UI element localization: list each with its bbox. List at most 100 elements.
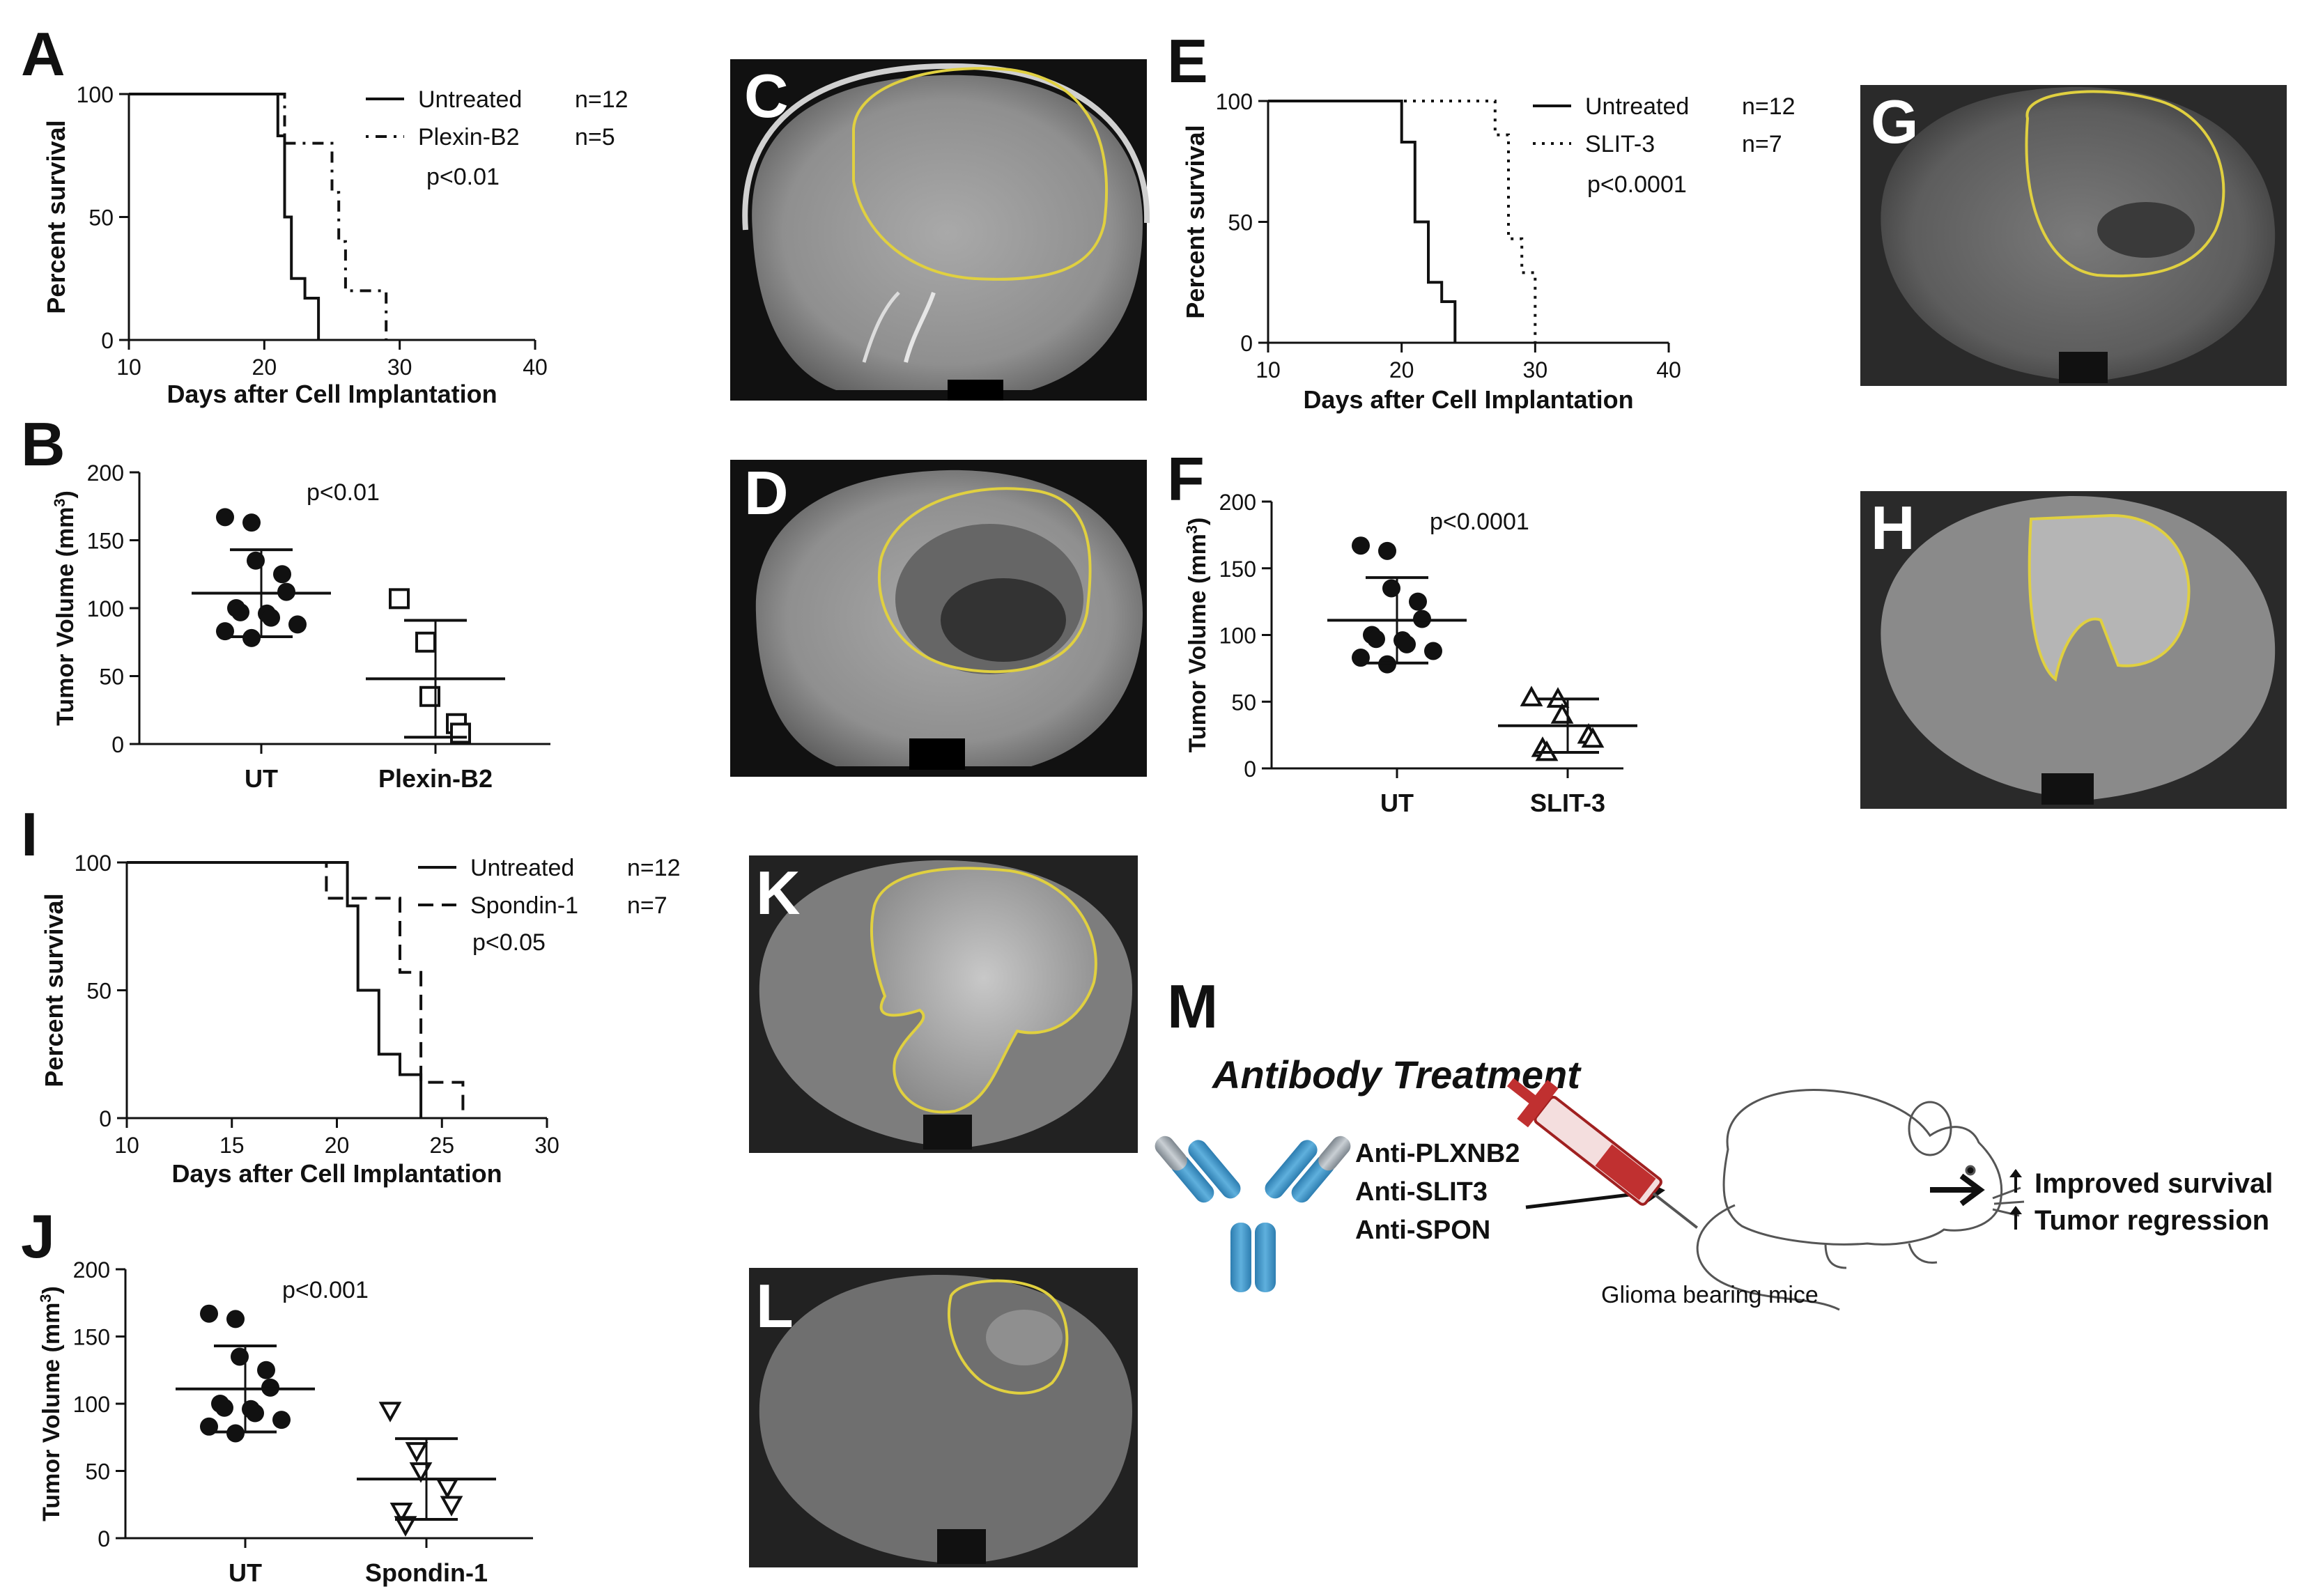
y-tick-label: 100 bbox=[1219, 623, 1256, 649]
legend-n: n=12 bbox=[627, 855, 681, 881]
y-tick-label: 150 bbox=[73, 1325, 110, 1350]
data-point bbox=[273, 565, 291, 584]
panel-label-l: L bbox=[756, 1271, 794, 1340]
y-tick-label: 200 bbox=[73, 1257, 110, 1283]
x-tick-label: 20 bbox=[1389, 357, 1414, 382]
data-point bbox=[262, 608, 280, 627]
x-tick-label: 25 bbox=[429, 1133, 454, 1158]
x-tick-label: UT bbox=[229, 1558, 262, 1587]
data-point bbox=[1581, 727, 1605, 748]
legend-n: n=7 bbox=[1742, 131, 1782, 157]
mouse-icon bbox=[1696, 1088, 2025, 1311]
y-tick-label: 0 bbox=[98, 1526, 110, 1551]
data-point bbox=[1352, 536, 1370, 555]
x-axis-label: Days after Cell Implantation bbox=[171, 1159, 502, 1188]
x-tick-label: 15 bbox=[219, 1133, 245, 1158]
series-line-plexin-b2 bbox=[129, 93, 388, 340]
data-point bbox=[200, 1417, 218, 1436]
arrow-right-icon bbox=[1930, 1173, 1985, 1207]
antibody-label-2: Anti-SLIT3 bbox=[1355, 1177, 1488, 1207]
data-point bbox=[389, 588, 410, 610]
data-point bbox=[1367, 630, 1385, 649]
y-axis-label: Tumor Volume (mm3) bbox=[37, 1286, 65, 1521]
y-tick-label: 0 bbox=[1240, 331, 1253, 356]
mri-image-l bbox=[749, 1268, 1138, 1567]
x-tick-label: 30 bbox=[1523, 357, 1548, 382]
x-tick-label: 10 bbox=[116, 355, 141, 380]
panel-label-a: A bbox=[21, 20, 65, 88]
series-line-untreated bbox=[127, 861, 423, 1118]
y-axis-label: Percent survival bbox=[1181, 125, 1210, 318]
panel-label-e: E bbox=[1167, 26, 1208, 95]
mri-image-k bbox=[749, 855, 1138, 1153]
y-tick-label: 50 bbox=[88, 206, 114, 231]
y-tick-label: 100 bbox=[73, 1392, 110, 1417]
data-point bbox=[1398, 635, 1416, 653]
x-tick-label: 20 bbox=[252, 355, 277, 380]
data-point bbox=[215, 1398, 233, 1417]
p-value: p<0.0001 bbox=[1587, 171, 1687, 198]
data-point bbox=[378, 1402, 402, 1423]
y-tick-label: 100 bbox=[87, 596, 124, 621]
x-tick-label: 10 bbox=[114, 1133, 139, 1158]
syringe-icon bbox=[1506, 1078, 1699, 1229]
y-tick-label: 150 bbox=[1219, 557, 1256, 582]
y-tick-label: 50 bbox=[1231, 690, 1256, 715]
data-point bbox=[216, 508, 234, 527]
panel-label-f: F bbox=[1167, 444, 1205, 513]
data-point bbox=[435, 1478, 459, 1499]
data-point bbox=[389, 1503, 413, 1524]
data-point bbox=[257, 1361, 275, 1379]
y-tick-label: 50 bbox=[86, 979, 111, 1004]
y-tick-label: 150 bbox=[87, 529, 124, 554]
data-point bbox=[1352, 649, 1370, 667]
p-value: p<0.001 bbox=[282, 1277, 369, 1303]
panel-label-k: K bbox=[756, 858, 801, 927]
x-tick-label: 40 bbox=[523, 355, 548, 380]
y-axis-label: Tumor Volume (mm3) bbox=[51, 490, 79, 726]
p-value: p<0.0001 bbox=[1430, 509, 1529, 535]
data-point bbox=[242, 513, 261, 532]
legend-label: Untreated bbox=[470, 855, 574, 881]
data-point bbox=[1409, 592, 1427, 611]
data-point bbox=[246, 1404, 264, 1423]
y-tick-label: 200 bbox=[1219, 490, 1256, 515]
series-line-untreated bbox=[129, 93, 321, 340]
outcome-survival: Improved survival bbox=[2035, 1168, 2273, 1199]
panel-label-h: H bbox=[1871, 493, 1915, 562]
panel-label-i: I bbox=[21, 800, 38, 869]
y-tick-label: 0 bbox=[1244, 757, 1256, 782]
y-tick-label: 0 bbox=[111, 732, 124, 757]
y-tick-label: 200 bbox=[87, 460, 124, 486]
up-arrow-icon bbox=[2009, 1169, 2022, 1230]
data-point bbox=[288, 615, 307, 634]
panel-label-b: B bbox=[21, 410, 65, 479]
y-tick-label: 0 bbox=[99, 1106, 111, 1131]
series-line-spondin-1 bbox=[127, 861, 465, 1118]
y-axis-label: Tumor Volume (mm3) bbox=[1183, 518, 1212, 753]
mice-caption: Glioma bearing mice bbox=[1601, 1282, 1819, 1308]
y-axis-label: Percent survival bbox=[42, 120, 70, 313]
data-point bbox=[1378, 541, 1396, 560]
legend-n: n=5 bbox=[575, 124, 615, 150]
mri-image-c bbox=[730, 59, 1150, 401]
y-tick-label: 0 bbox=[101, 328, 114, 353]
panel-label-c: C bbox=[744, 61, 789, 130]
data-point bbox=[405, 1442, 429, 1463]
series-line-untreated bbox=[1268, 100, 1457, 343]
panel-label-j: J bbox=[21, 1202, 55, 1271]
panel-label-g: G bbox=[1871, 87, 1918, 156]
x-tick-label: SLIT-3 bbox=[1530, 789, 1605, 817]
data-point bbox=[1424, 642, 1442, 660]
y-tick-label: 50 bbox=[1228, 210, 1253, 235]
legend-label: Plexin-B2 bbox=[418, 124, 520, 150]
x-tick-label: Plexin-B2 bbox=[378, 764, 493, 793]
antibody-icon bbox=[1155, 1136, 1351, 1292]
x-tick-label: UT bbox=[245, 764, 278, 793]
